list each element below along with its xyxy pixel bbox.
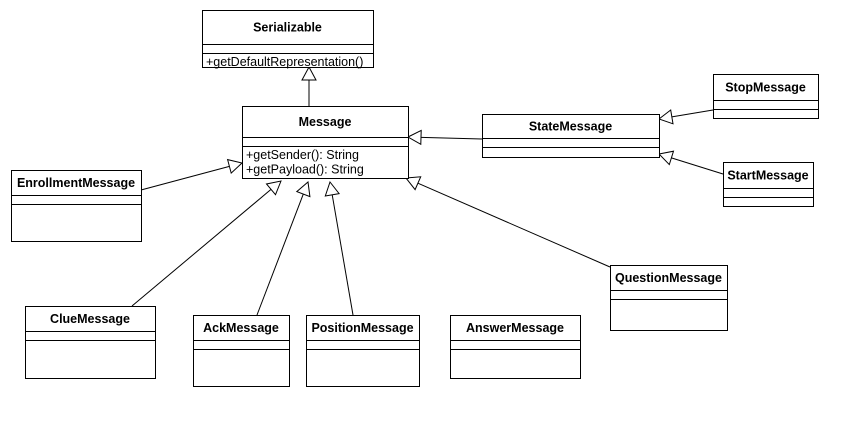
class-serializable[interactable]: Serializable +getDefaultRepresentation(): [202, 10, 374, 70]
class-box: [202, 10, 374, 68]
generalization-line: [256, 193, 304, 316]
class-ack-message[interactable]: AckMessage: [193, 315, 290, 387]
generalization-enrollment-message-to-message: [140, 158, 244, 191]
class-operation: +getSender(): String: [246, 148, 359, 162]
inheritance-arrowhead: [657, 150, 675, 166]
generalization-edges: [131, 65, 724, 316]
class-name: EnrollmentMessage: [17, 176, 135, 190]
inheritance-arrowhead: [324, 180, 341, 197]
class-box: [11, 170, 142, 242]
class-stop-message[interactable]: StopMessage: [713, 74, 819, 119]
class-position-message[interactable]: PositionMessage: [306, 315, 420, 387]
class-message[interactable]: Message +getSender(): String+getPayload()…: [242, 106, 409, 179]
inheritance-arrowhead: [301, 65, 317, 81]
class-box: [723, 162, 814, 207]
generalization-line: [420, 136, 483, 140]
class-start-message[interactable]: StartMessage: [723, 162, 814, 207]
generalization-question-message-to-message: [405, 176, 611, 268]
class-box: [610, 265, 728, 331]
class-name: QuestionMessage: [615, 271, 722, 285]
inheritance-arrowhead: [265, 180, 282, 196]
class-operation: +getDefaultRepresentation(): [206, 55, 363, 69]
class-state-message[interactable]: StateMessage: [482, 114, 660, 158]
generalization-line: [671, 109, 714, 118]
class-operation: +getPayload(): String: [246, 163, 364, 177]
class-question-message[interactable]: QuestionMessage: [610, 265, 728, 331]
class-enrollment-message[interactable]: EnrollmentMessage: [11, 170, 142, 242]
generalization-line: [417, 182, 611, 268]
class-box: [713, 74, 819, 119]
generalization-position-message-to-message: [324, 180, 354, 316]
class-box: [242, 106, 409, 179]
generalization-state-message-to-message: [406, 129, 483, 146]
class-box: [25, 306, 156, 379]
generalization-line: [671, 157, 724, 175]
class-clue-message[interactable]: ClueMessage: [25, 306, 156, 379]
class-box: [193, 315, 290, 387]
class-name: StartMessage: [727, 169, 808, 183]
inheritance-arrowhead: [657, 109, 674, 125]
class-box: [482, 114, 660, 158]
class-name: ClueMessage: [50, 312, 130, 326]
generalization-clue-message-to-message: [131, 180, 282, 307]
class-name: AckMessage: [203, 321, 279, 335]
inheritance-arrowhead: [405, 176, 422, 191]
generalization-ack-message-to-message: [256, 181, 311, 316]
generalization-message-to-serializable: [301, 65, 317, 106]
class-name: StopMessage: [725, 81, 806, 95]
generalization-line: [131, 189, 272, 307]
class-name: AnswerMessage: [466, 321, 564, 335]
inheritance-arrowhead: [295, 181, 311, 198]
class-name: Serializable: [253, 21, 322, 35]
inheritance-arrowhead: [406, 129, 422, 146]
class-name: Message: [299, 115, 352, 129]
generalization-start-message-to-state-message: [657, 150, 724, 175]
generalization-line: [331, 194, 354, 316]
class-name: PositionMessage: [311, 321, 413, 335]
class-box: [450, 315, 581, 379]
class-box: [306, 315, 420, 387]
class-answer-message[interactable]: AnswerMessage: [450, 315, 581, 379]
class-boxes: Serializable +getDefaultRepresentation() M…: [11, 10, 819, 387]
generalization-line: [140, 165, 230, 191]
inheritance-arrowhead: [226, 158, 244, 175]
class-name: StateMessage: [529, 120, 612, 134]
generalization-stop-message-to-state-message: [657, 109, 714, 125]
